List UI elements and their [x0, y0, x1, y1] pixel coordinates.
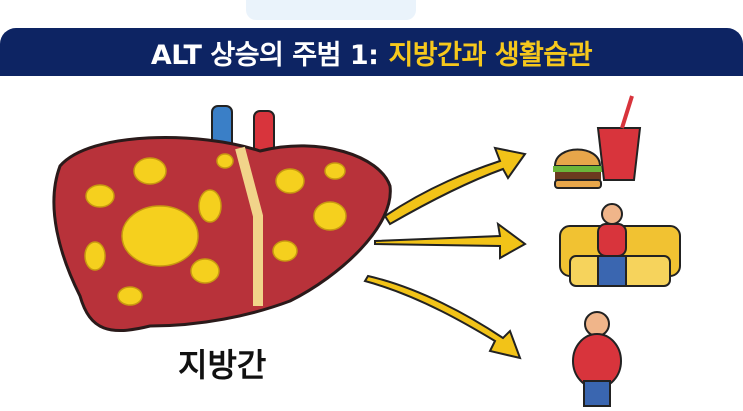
top-tab — [246, 0, 416, 20]
arrows — [363, 146, 527, 360]
title-part1: ALT 상승의 주범 1: — [150, 39, 379, 71]
arrow-to-food — [383, 146, 527, 226]
fatty-liver-icon — [52, 105, 392, 333]
title-part2: 지방간과 생활습관 — [388, 39, 593, 71]
liver-label: 지방간 — [178, 346, 267, 384]
illustration — [52, 95, 681, 407]
sofa-person-icon — [559, 203, 681, 287]
arrow-to-sofa — [374, 221, 527, 260]
obese-person-icon — [572, 311, 622, 407]
title-banner: ALT 상승의 주범 1: 지방간과 생활습관 — [0, 28, 743, 76]
arrow-to-obese — [363, 274, 522, 360]
burger-soda-icon — [553, 95, 642, 189]
